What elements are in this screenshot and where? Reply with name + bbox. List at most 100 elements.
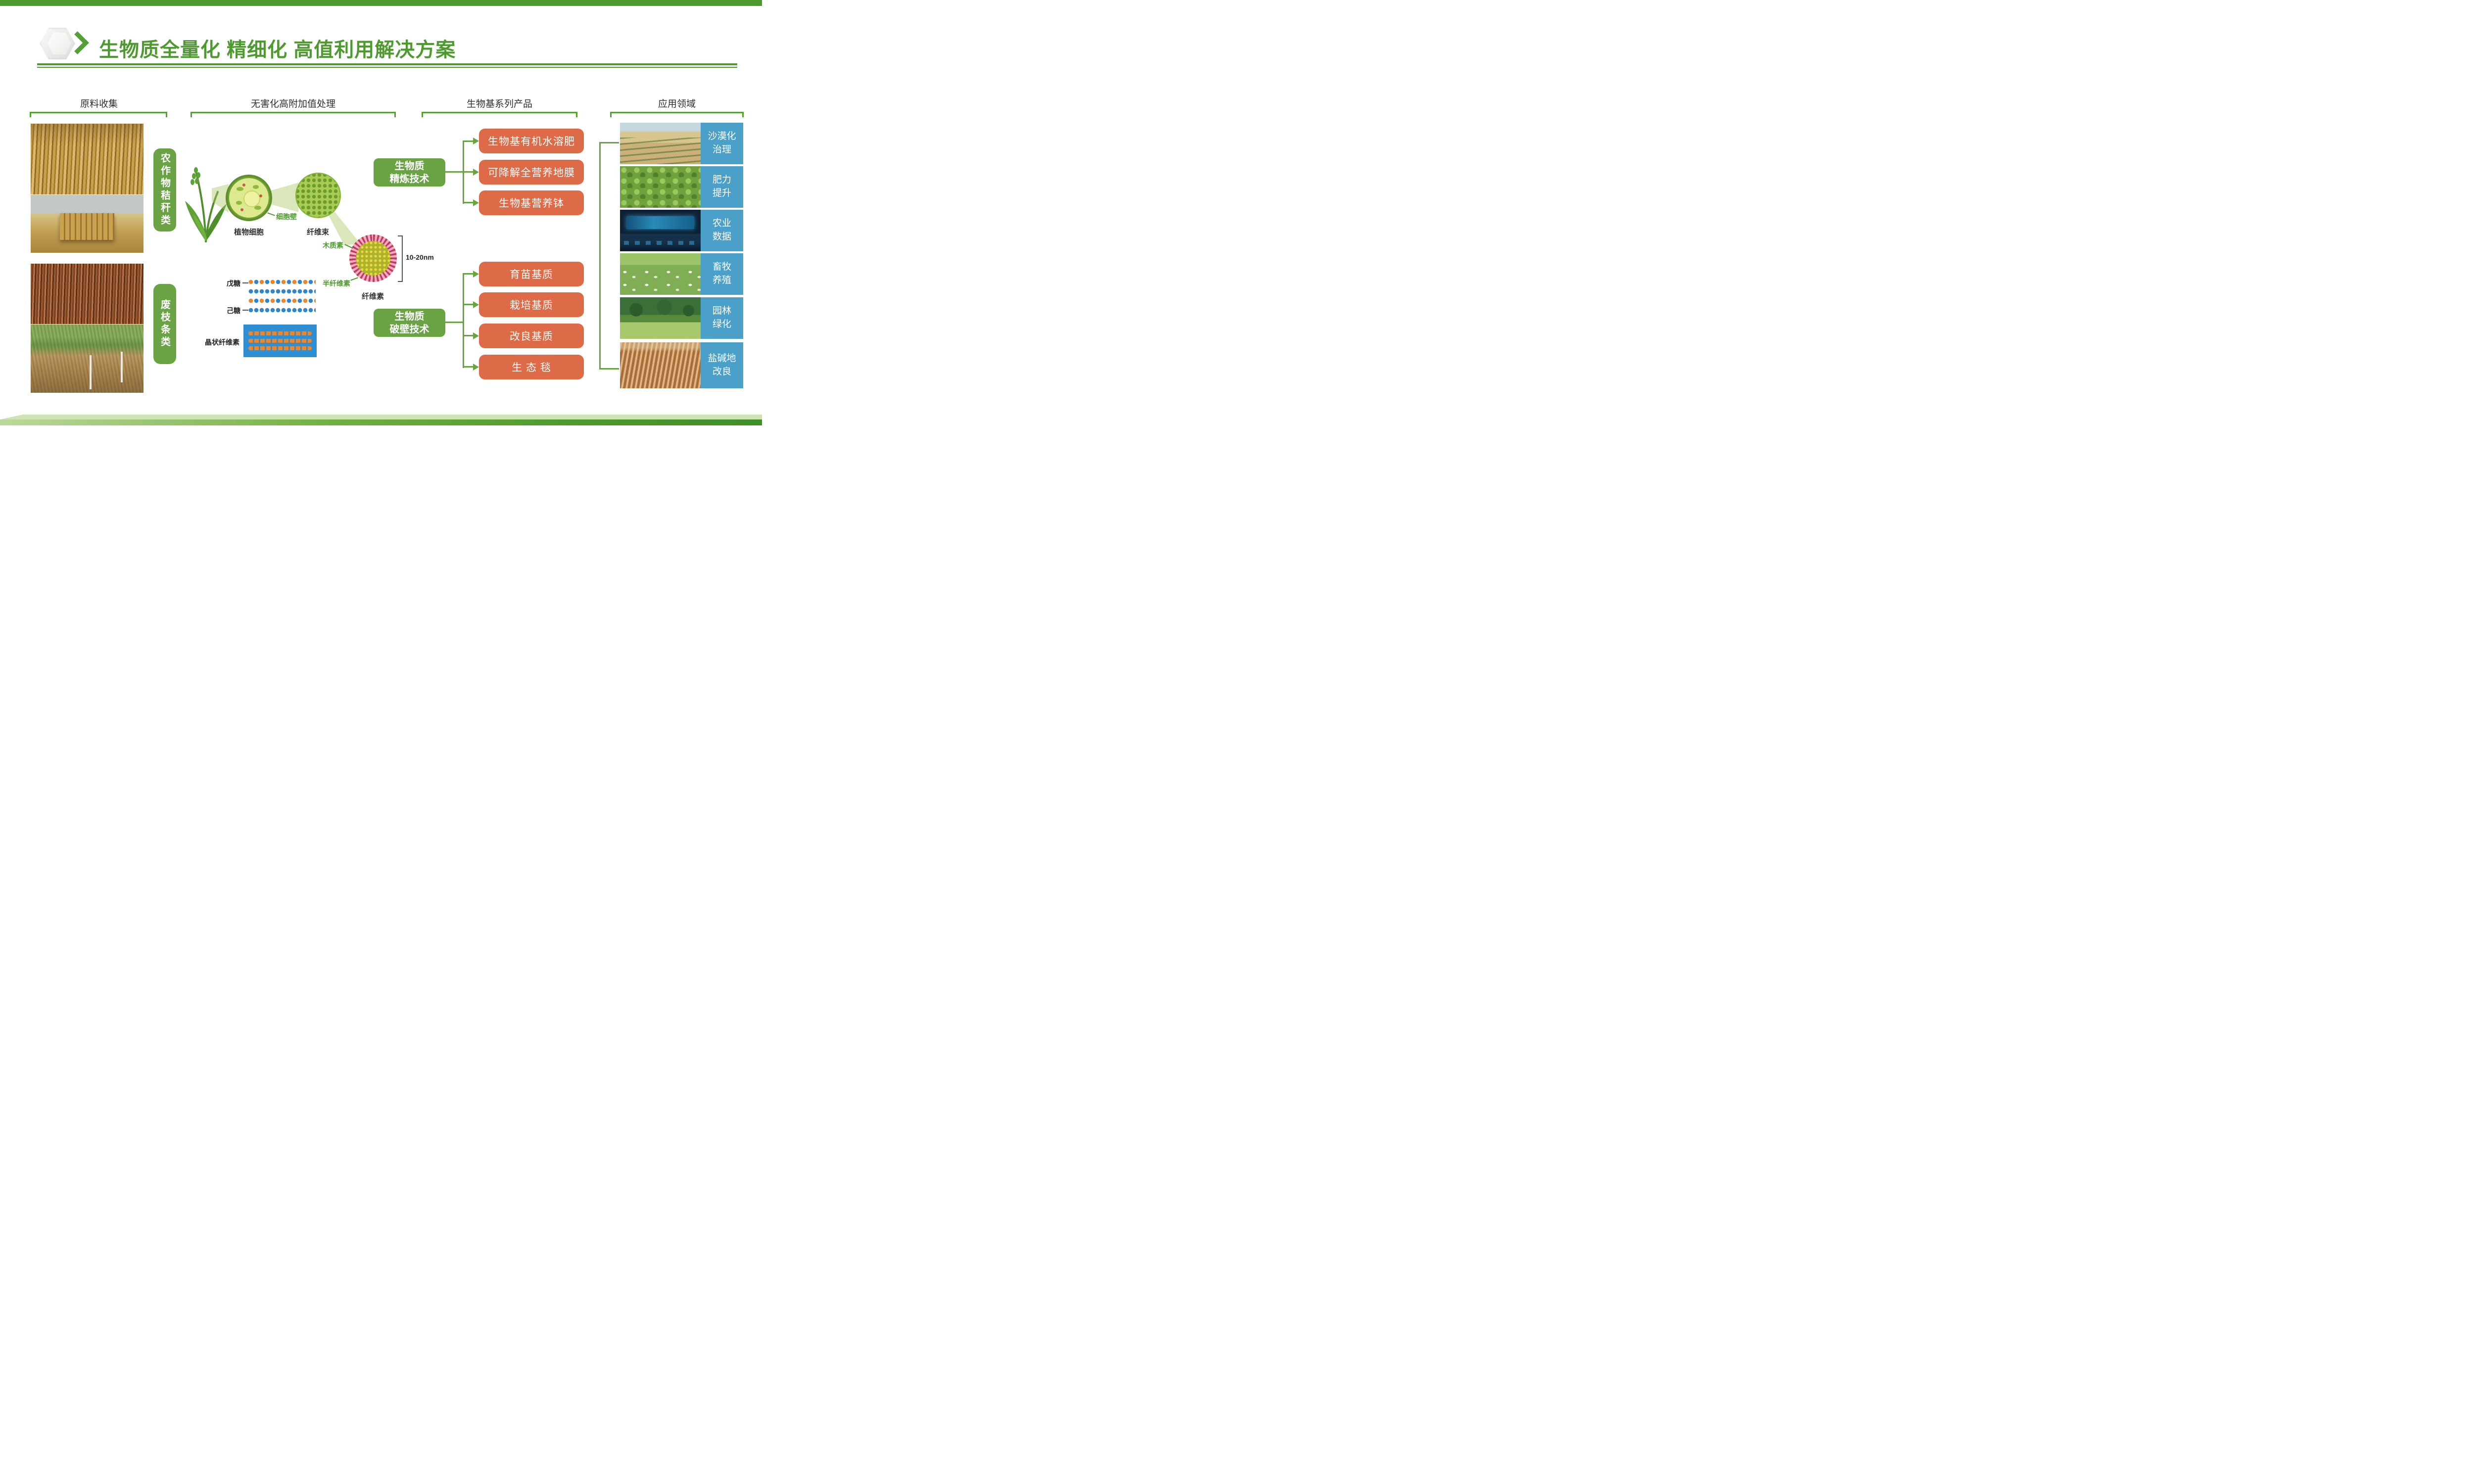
pentose-label: 戊糖 — [227, 279, 240, 287]
application-label-landscaping: 园林 绿化 — [701, 297, 743, 339]
fiber-bundle-diagram — [295, 173, 341, 218]
desert-vegetation-rows — [620, 138, 701, 164]
arrow-right-icon — [473, 301, 479, 308]
fiber-bundle-label: 纤维束 — [307, 228, 330, 236]
data-console-lights — [624, 241, 697, 245]
connector-line — [464, 273, 474, 275]
product-button-seedling-substrate: 育苗基质 — [479, 262, 584, 286]
arrow-right-icon — [473, 271, 479, 278]
bottom-accent-bar — [0, 419, 762, 425]
product-button-eco-blanket: 生 态 毯 — [479, 355, 584, 379]
photo-vine-branches — [31, 325, 143, 393]
photo-livestock — [620, 253, 701, 295]
connector-line — [599, 142, 601, 370]
sugar-chain-row — [248, 308, 316, 313]
collection-header: 原料收集 — [80, 99, 118, 109]
hexose-label: 己糖 — [227, 307, 240, 315]
photo-desert-control — [620, 123, 701, 164]
cell-wall-label: 细胞壁 — [276, 213, 297, 221]
page-title: 生物质全量化 精细化 高值利用解决方案 — [99, 39, 456, 61]
diameter-measure-line — [402, 235, 403, 282]
photo-fertility — [620, 166, 701, 208]
lignin-label: 木质素 — [323, 241, 343, 249]
product-button-water-soluble-fertilizer: 生物基有机水溶肥 — [479, 129, 584, 153]
diameter-measure-tick — [398, 281, 403, 282]
data-screen-shape — [626, 216, 694, 229]
application-label-fertility: 肥力 提升 — [701, 166, 743, 208]
connector-line — [599, 142, 619, 143]
arrow-right-icon — [473, 364, 479, 371]
slide-canvas: 生物质全量化 精细化 高值利用解决方案 原料收集 无害化高附加值处理 生物基系列… — [0, 0, 762, 428]
sugar-chain-row — [248, 289, 316, 294]
breaking-tech-box: 生物质 破壁技术 — [374, 309, 445, 337]
arrow-right-icon — [473, 138, 479, 144]
vine-pole-shape — [121, 352, 123, 383]
arrow-right-icon — [473, 199, 479, 206]
connector-line — [464, 140, 474, 142]
photo-landscaping — [620, 297, 701, 339]
collection-bracket — [30, 112, 167, 117]
waste-branch-label: 废枝条类 — [153, 284, 176, 364]
product-button-nutrient-pot: 生物基营养钵 — [479, 190, 584, 215]
plant-cell-label: 植物细胞 — [234, 228, 264, 236]
connector-line — [464, 304, 474, 305]
cellulose-chain-row — [248, 331, 312, 335]
cellulose-label: 纤维素 — [362, 292, 384, 301]
straw-bale-shape — [60, 213, 114, 240]
title-underline — [37, 63, 737, 68]
connector-line — [463, 273, 464, 368]
processing-bracket — [190, 112, 396, 117]
crystalline-cellulose-label: 晶状纤维素 — [205, 338, 239, 346]
product-button-improvement-substrate: 改良基质 — [479, 324, 584, 348]
connector-line — [464, 171, 474, 173]
connector-line — [444, 171, 464, 173]
application-label-ag-data: 农业 数据 — [701, 210, 743, 251]
cellulose-core — [356, 241, 390, 276]
products-bracket — [422, 112, 577, 117]
pentose-pointer — [242, 282, 248, 283]
cellulose-chain-row — [248, 339, 312, 343]
diameter-label: 10-20nm — [406, 253, 434, 261]
light-beam — [270, 183, 298, 212]
plant-cell-diagram — [226, 175, 272, 221]
connector-line — [464, 202, 474, 203]
top-accent-bar — [0, 0, 762, 6]
application-label-desert: 沙漠化 治理 — [701, 123, 743, 164]
cellulose-cross-section — [349, 234, 397, 282]
hexose-pointer — [242, 310, 248, 311]
photo-agriculture-data — [620, 210, 701, 251]
applications-header: 应用领域 — [658, 99, 696, 109]
sugar-chain-row — [248, 279, 316, 285]
vine-pole-shape — [89, 355, 92, 390]
photo-straw-bale — [31, 195, 143, 253]
sugar-chain-row — [248, 298, 316, 304]
connector-line — [464, 366, 474, 368]
connector-line — [463, 140, 464, 204]
hemicellulose-pointer — [350, 277, 358, 281]
applications-bracket — [610, 112, 744, 117]
connector-line — [464, 335, 474, 336]
sheep-flock-shape — [620, 268, 701, 295]
plant-illustration — [185, 167, 227, 242]
crop-straw-label: 农作物秸秆类 — [153, 148, 176, 232]
connector-line — [599, 368, 619, 370]
diameter-measure-tick — [398, 235, 403, 236]
processing-header: 无害化高附加值处理 — [250, 99, 335, 109]
crystalline-cellulose-diagram — [243, 325, 317, 357]
bottom-accent-light — [0, 415, 762, 419]
arrow-right-icon — [473, 169, 479, 176]
products-header: 生物基系列产品 — [466, 99, 532, 109]
application-label-livestock: 畜牧 养殖 — [701, 253, 743, 295]
photo-corn-stalks — [31, 124, 143, 194]
product-button-cultivation-substrate: 栽培基质 — [479, 292, 584, 317]
hemicellulose-label: 半纤维素 — [323, 279, 350, 287]
photo-waste-branches — [31, 264, 143, 324]
photo-saline-soil — [620, 342, 701, 388]
product-button-degradable-mulch: 可降解全营养地膜 — [479, 160, 584, 185]
application-label-saline: 盐碱地 改良 — [701, 342, 743, 388]
refining-tech-box: 生物质 精炼技术 — [374, 158, 445, 186]
connector-line — [444, 322, 464, 323]
arrow-right-icon — [473, 332, 479, 339]
hexagon-inner-icon — [48, 33, 71, 54]
cellulose-chain-row — [248, 346, 312, 350]
